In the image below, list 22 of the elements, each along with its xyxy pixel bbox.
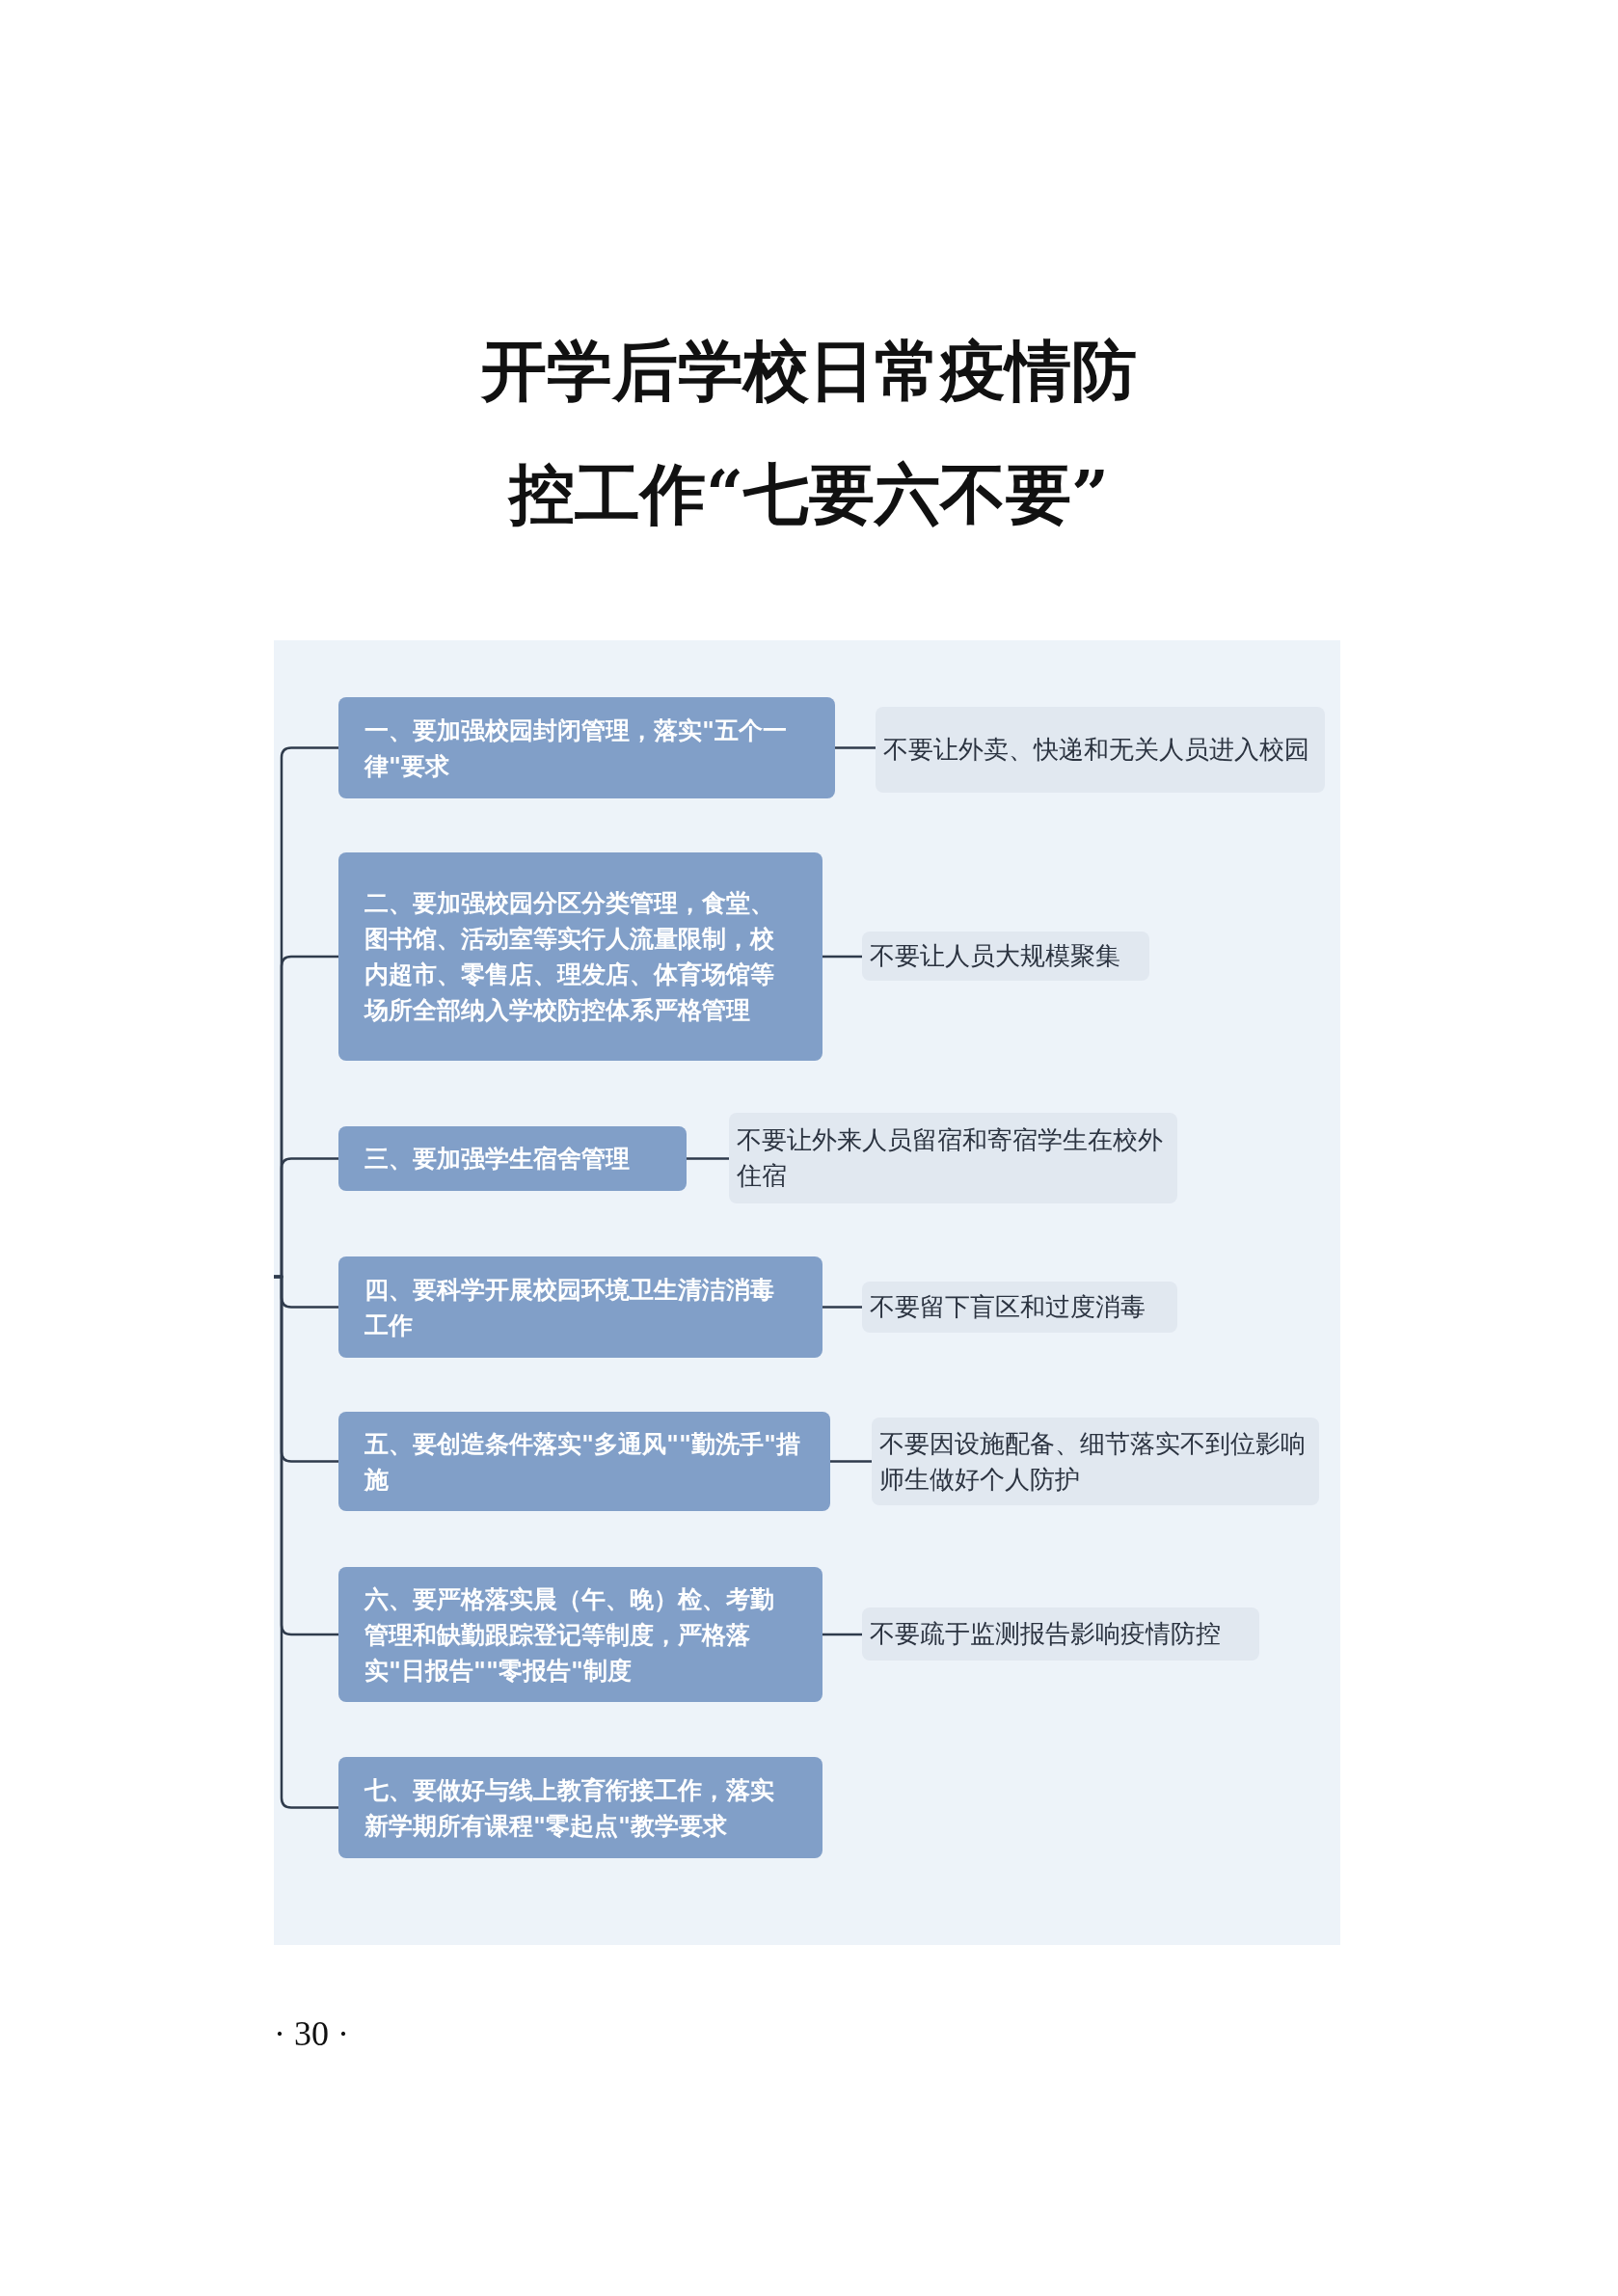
prohibition-box: 不要让人员大规模聚集 [862, 932, 1149, 981]
requirement-box: 五、要创造条件落实"多通风""勤洗手"措施 [338, 1412, 830, 1511]
prohibition-box: 不要让外卖、快递和无关人员进入校园 [876, 707, 1325, 793]
prohibition-box: 不要留下盲区和过度消毒 [862, 1282, 1177, 1333]
prohibition-box: 不要因设施配备、细节落实不到位影响师生做好个人防护 [872, 1418, 1319, 1505]
prohibition-box: 不要疏于监测报告影响疫情防控 [862, 1607, 1259, 1661]
requirement-box: 七、要做好与线上教育衔接工作，落实新学期所有课程"零起点"教学要求 [338, 1757, 822, 1858]
connector-line [822, 1306, 862, 1309]
connector-line [830, 1460, 872, 1463]
connector-line [822, 1633, 862, 1636]
requirement-box: 二、要加强校园分区分类管理，食堂、图书馆、活动室等实行人流量限制，校内超市、零售店、理发店、体育场馆等场所全部纳入学校防控体系严格管理 [338, 852, 822, 1061]
requirement-box: 四、要科学开展校园环境卫生清洁消毒工作 [338, 1256, 822, 1358]
connector-line [835, 746, 876, 749]
requirement-box: 三、要加强学生宿舍管理 [338, 1126, 687, 1191]
page-number: · 30 · [274, 2013, 349, 2055]
connector-line [687, 1157, 729, 1160]
requirement-box: 一、要加强校园封闭管理，落实"五个一律"要求 [338, 697, 835, 798]
connector-line [822, 955, 862, 959]
connector-line [274, 1275, 338, 1809]
prohibition-box: 不要让外来人员留宿和寄宿学生在校外住宿 [729, 1113, 1177, 1203]
requirement-box: 六、要严格落实晨（午、晚）检、考勤管理和缺勤跟踪登记等制度，严格落实"日报告""零报告"制度 [338, 1567, 822, 1702]
title: 开学后学校日常疫情防控工作“七要六不要” [480, 331, 1138, 534]
